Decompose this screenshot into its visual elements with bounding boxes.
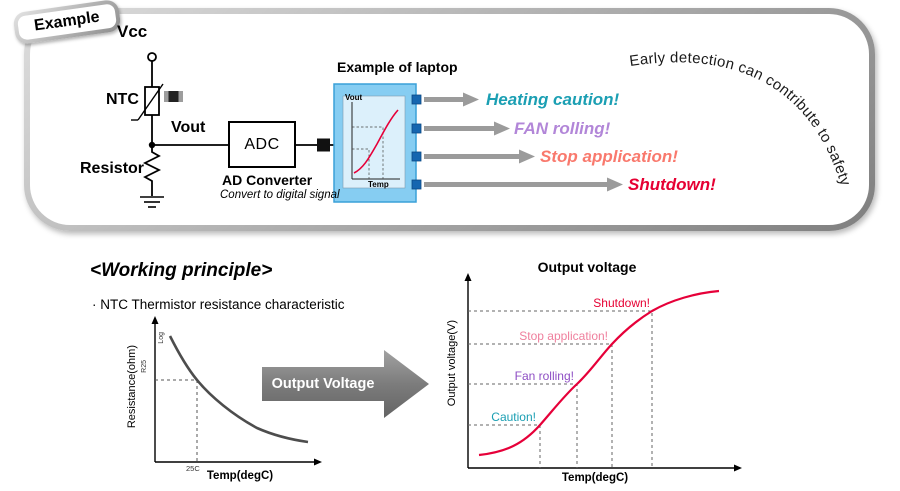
threshold-fan-rolling-label: Fan rolling! [514, 369, 574, 383]
adc-box: ADC [228, 121, 296, 168]
resistance-x-axis-label: Temp(degC) [206, 470, 274, 482]
mini-graph-y-label: Vout [345, 93, 363, 102]
r25-reference-label: R25 [141, 360, 148, 373]
adc-label: ADC [244, 135, 280, 153]
resistance-y-axis-label: Resistance(ohm) [126, 345, 138, 429]
output-x-axis-label: Temp(degC) [561, 472, 629, 484]
resistor-label: Resistor [80, 160, 145, 177]
mini-graph-x-label: Temp [368, 180, 389, 189]
laptop-title: Example of laptop [337, 59, 458, 75]
log-scale-note: Log [158, 332, 165, 344]
example-panel-body [30, 14, 869, 225]
output-y-axis-label: Output voltage(V) [446, 320, 458, 407]
alert-stop-application: Stop application! [540, 147, 678, 166]
alert-heating-caution: Heating caution! [486, 90, 620, 109]
threshold-caution-label: Caution! [491, 410, 536, 424]
threshold-shutdown-label: Shutdown! [593, 296, 650, 310]
threshold-stop-application-label: Stop application! [519, 329, 608, 343]
adc-caption: AD Converter [222, 172, 313, 188]
output-chart-title: Output voltage [537, 259, 637, 275]
ntc-label: NTC [106, 91, 139, 108]
adc-note: Convert to digital signal [220, 189, 340, 201]
alert-shutdown: Shutdown! [628, 175, 716, 194]
working-principle-bullet: · NTC Thermistor resistance characterist… [92, 297, 345, 312]
vout-label: Vout [171, 119, 206, 136]
alert-fan-rolling: FAN rolling! [514, 119, 611, 138]
vcc-label: Vcc [117, 22, 148, 41]
temp25-reference-label: 25C [186, 464, 200, 473]
transform-arrow-label: Output Voltage [271, 376, 375, 392]
working-principle-heading: <Working principle> [90, 260, 273, 281]
example-panel [24, 8, 875, 231]
